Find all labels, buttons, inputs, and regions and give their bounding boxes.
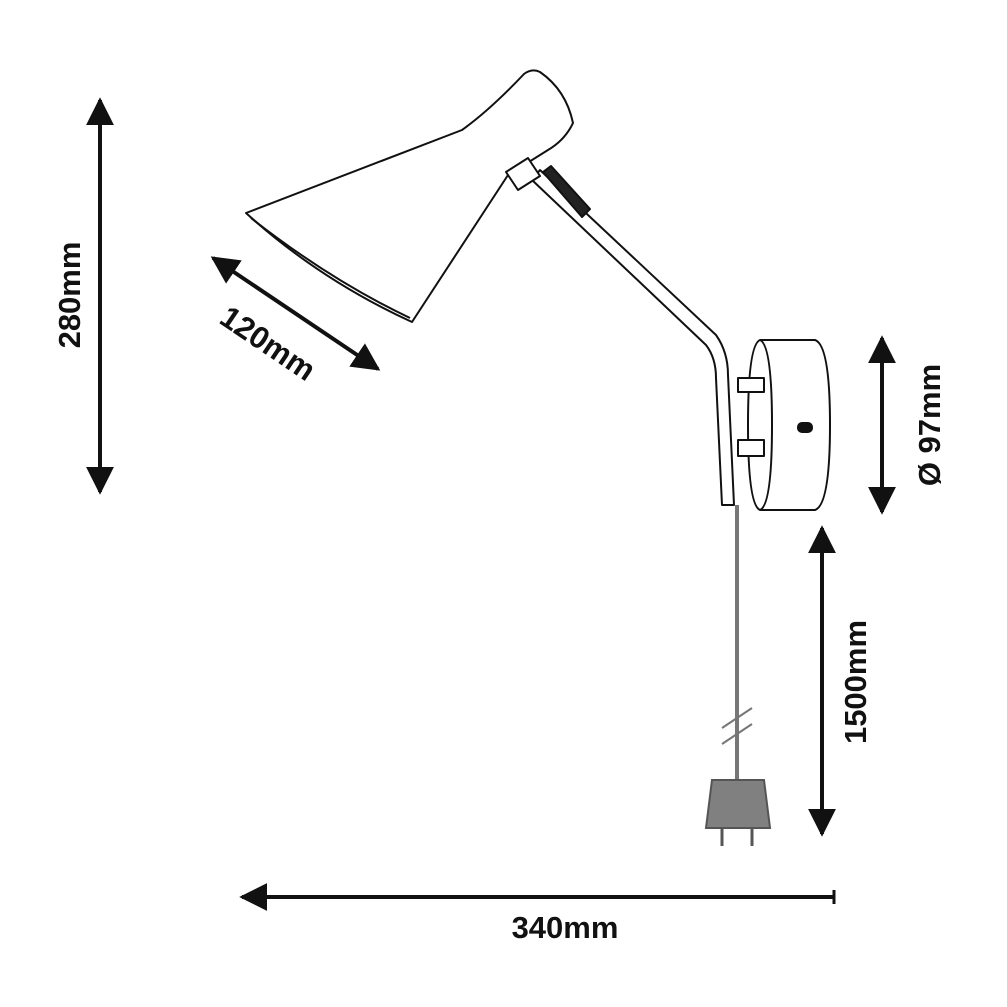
shade-opening — [250, 217, 411, 319]
arm-bracket-lower — [737, 439, 765, 457]
arm-bracket-upper — [737, 377, 765, 393]
lamp-shade — [245, 69, 574, 323]
width-label: 340mm — [512, 910, 619, 945]
plug-icon — [704, 779, 772, 829]
height-label: 280mm — [52, 242, 87, 349]
shade-joint — [505, 157, 541, 191]
arm-sleeve — [542, 165, 591, 218]
lamp-illustration — [245, 69, 831, 511]
base-diameter-label: Ø 97mm — [912, 364, 947, 486]
cable-break-mark — [721, 707, 753, 729]
lamp-arm — [531, 169, 735, 506]
switch-icon — [797, 422, 813, 433]
cable-length-dimension: 1500mm — [808, 525, 873, 837]
width-dimension: 340mm — [239, 883, 836, 945]
height-dimension: 280mm — [52, 97, 114, 495]
cable-break-mark — [721, 723, 753, 745]
shade-diameter-arrow — [210, 256, 381, 371]
shade-diameter-label: 120mm — [214, 299, 322, 388]
wall-plate — [747, 339, 831, 511]
base-diameter-dimension: Ø 97mm — [868, 335, 947, 515]
power-cable — [704, 505, 772, 846]
wall-plate-face — [759, 339, 773, 511]
cable-length-label: 1500mm — [838, 620, 873, 744]
